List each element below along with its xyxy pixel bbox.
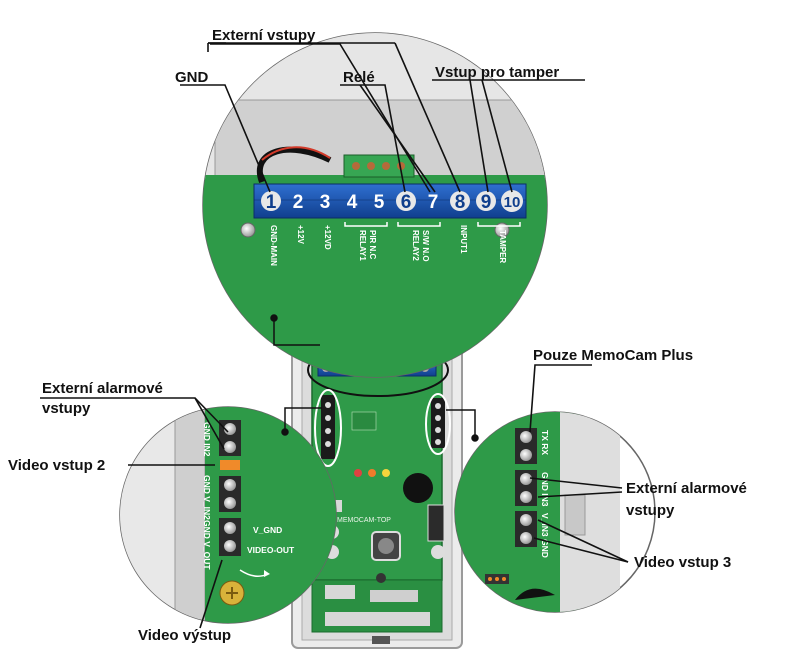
board-name: MEMOCAM-TOP [337, 517, 391, 524]
callout-externi-alarmove-left-1: Externí alarmové [42, 380, 163, 397]
label-pir-nc: PIR N.C [368, 230, 377, 260]
top-magnifier: 1 2 3 4 5 6 7 8 9 10 GND-MAIN +12V [202, 32, 548, 378]
terminal-numbers: 1 2 3 4 5 6 7 8 9 10 [261, 190, 523, 213]
pin-gnd-in3: GND IN3 [540, 472, 550, 507]
terminal-8: 8 [455, 192, 466, 213]
highlight-ellipse-left [314, 389, 342, 467]
callout-video-vstup-3: Video vstup 3 [634, 554, 731, 571]
terminal-2: 2 [293, 192, 304, 213]
callout-video-vstup-2: Video vstup 2 [8, 457, 105, 474]
label-tamper: TAMPER [498, 230, 507, 263]
callout-externi-vstupy: Externí vstupy [212, 27, 316, 44]
pin-gnd-in2: GND IN2 [202, 422, 212, 457]
label-relay1: RELAY1 [358, 230, 367, 261]
terminal-5: 5 [374, 192, 385, 213]
label-sw-no: S/W N.O [421, 230, 430, 262]
callout-gnd: GND [175, 69, 209, 86]
terminal-10: 10 [504, 194, 521, 211]
terminal-9: 9 [481, 192, 492, 213]
callout-externi-alarmove-right-2: vstupy [626, 502, 675, 519]
terminal-4: 4 [347, 192, 358, 213]
pin-v-in3-gnd: V_IN3 GND [540, 513, 550, 558]
label-12v: +12V [296, 225, 305, 245]
terminal-3: 3 [320, 192, 331, 213]
pin-video-out: VIDEO-OUT [247, 545, 295, 555]
terminal-7: 7 [428, 192, 439, 213]
label-gnd-main: GND-MAIN [269, 225, 278, 266]
callout-rele: Relé [343, 69, 375, 86]
callout-pouze-memocam: Pouze MemoCam Plus [533, 347, 693, 364]
label-input1: INPUT1 [459, 225, 468, 254]
callout-texts: Externí vstupy GND Relé Vstup pro tamper… [8, 27, 747, 644]
pin-tx-rx: TX RX [540, 430, 550, 455]
pin-gnd-v-in2: GND V_IN2 [202, 475, 212, 520]
callout-externi-alarmove-right-1: Externí alarmové [626, 480, 747, 497]
buzzer [403, 473, 433, 503]
callout-externi-alarmove-left-2: vstupy [42, 400, 91, 417]
right-magnifier: TX RX GND IN3 V_IN3 GND [454, 411, 656, 613]
terminal-6: 6 [401, 192, 412, 213]
pin-gnd-v-out: GND V_OUT [202, 520, 212, 570]
connector-lines [270, 314, 479, 442]
callout-lines [40, 42, 629, 629]
highlight-ellipse-right [425, 393, 451, 455]
callout-vstup-tamper: Vstup pro tamper [435, 64, 559, 81]
label-12vd: +12VD [323, 225, 332, 250]
led-red [354, 469, 362, 477]
device-housing: MEMOCAM-TOP [291, 329, 463, 649]
led-yellow [382, 469, 390, 477]
led-orange [368, 469, 376, 477]
terminal-1: 1 [266, 192, 277, 213]
label-relay2: RELAY2 [411, 230, 420, 261]
callout-video-vystup: Video výstup [138, 627, 231, 644]
pin-v-gnd: V_GND [253, 525, 282, 535]
